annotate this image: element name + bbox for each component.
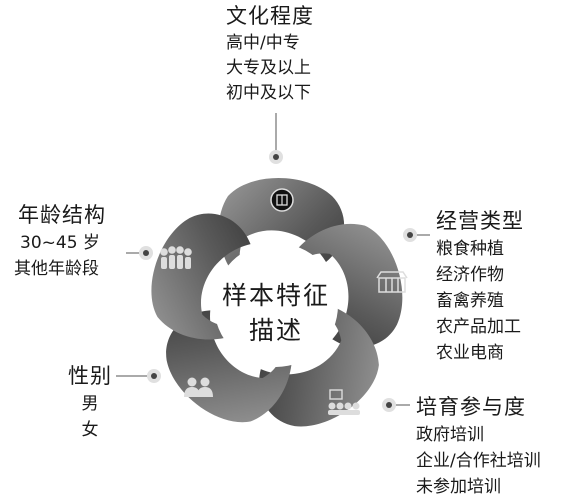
business-item: 农业电商 xyxy=(436,343,504,363)
business-item: 畜禽养殖 xyxy=(436,291,504,311)
gender-item: 男 xyxy=(81,394,99,414)
training-block: 培育参与度 政府培训 企业/合作社培训 未参加培训 xyxy=(416,397,541,496)
shop-icon xyxy=(376,271,408,293)
gender-heading: 性别 xyxy=(68,364,112,388)
education-block: 文化程度 高中/中专 大专及以上 初中及以下 xyxy=(226,6,314,102)
age-item: 30~45 岁 xyxy=(20,233,100,253)
education-item: 大专及以上 xyxy=(226,58,311,78)
petal-age xyxy=(151,213,276,340)
age-block: 年龄结构 30~45 岁 其他年龄段 xyxy=(14,205,106,278)
education-heading: 文化程度 xyxy=(226,4,314,28)
gender-block: 性别 男 女 xyxy=(68,366,112,439)
center-title: 样本特征 描述 xyxy=(214,278,338,348)
training-item: 企业/合作社培训 xyxy=(416,451,541,471)
training-item: 未参加培训 xyxy=(416,477,501,497)
business-item: 粮食种植 xyxy=(436,239,504,259)
business-item: 农产品加工 xyxy=(436,317,521,337)
couple-icon xyxy=(184,377,213,397)
training-heading: 培育参与度 xyxy=(416,395,526,419)
petal-education xyxy=(218,178,345,305)
business-heading: 经营类型 xyxy=(436,209,524,233)
book-icon xyxy=(270,188,294,212)
age-heading: 年龄结构 xyxy=(18,203,106,227)
education-item: 初中及以下 xyxy=(226,83,311,103)
classroom-icon xyxy=(328,389,360,415)
business-item: 经济作物 xyxy=(436,265,504,285)
petal-training xyxy=(259,300,379,427)
business-block: 经营类型 粮食种植 经济作物 畜禽养殖 农产品加工 农业电商 xyxy=(436,211,524,362)
connector-dots xyxy=(139,150,417,412)
group-icon xyxy=(160,246,192,269)
gender-item: 女 xyxy=(81,420,99,440)
center-title-line1: 样本特征 xyxy=(221,281,330,310)
center-title-line2: 描述 xyxy=(248,316,303,345)
education-item: 高中/中专 xyxy=(226,33,300,53)
age-item: 其他年龄段 xyxy=(14,259,99,279)
training-item: 政府培训 xyxy=(416,425,484,445)
petals xyxy=(151,178,403,427)
